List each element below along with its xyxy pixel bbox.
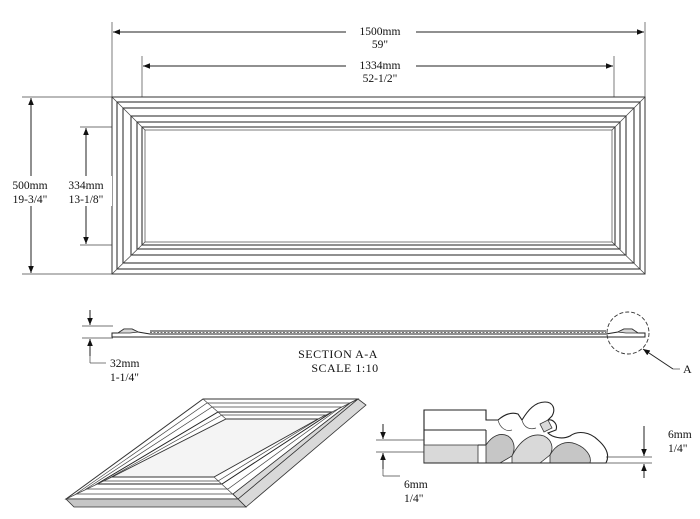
detail-view: 6mm 1/4" 6mm 1/4" xyxy=(376,401,692,505)
inner-height-metric: 334mm xyxy=(68,180,103,192)
section-profile xyxy=(111,328,646,338)
overall-width-imperial: 59" xyxy=(372,39,388,51)
isometric-view xyxy=(64,398,367,508)
detail-right-dim-metric: 6mm xyxy=(668,429,692,441)
detail-callout-circle xyxy=(606,311,650,355)
inner-height-imperial: 13-1/8" xyxy=(69,194,104,206)
panel-outline xyxy=(111,96,646,275)
detail-bottom-dim-imperial: 1/4" xyxy=(404,493,423,505)
overall-height-imperial: 19-3/4" xyxy=(13,194,48,206)
detail-bottom-dim-metric: 6mm xyxy=(404,479,428,491)
detail-right-dim-imperial: 1/4" xyxy=(668,443,687,455)
front-view: 1500mm 59" 1334mm 52-1/2" 500mm 19-3/4" … xyxy=(4,22,646,275)
detail-label: A xyxy=(683,362,692,376)
overall-height-metric: 500mm xyxy=(12,180,47,192)
section-view: 32mm 1-1/4" SECTION A-A SCALE 1:10 A xyxy=(82,310,692,384)
overall-width-metric: 1500mm xyxy=(360,26,401,38)
thickness-imperial: 1-1/4" xyxy=(110,372,139,384)
section-title: SECTION A-A xyxy=(298,347,378,361)
inner-width-metric: 1334mm xyxy=(360,60,401,72)
section-scale: SCALE 1:10 xyxy=(311,361,378,375)
inner-width-imperial: 52-1/2" xyxy=(363,73,398,85)
thickness-metric: 32mm xyxy=(110,358,139,370)
